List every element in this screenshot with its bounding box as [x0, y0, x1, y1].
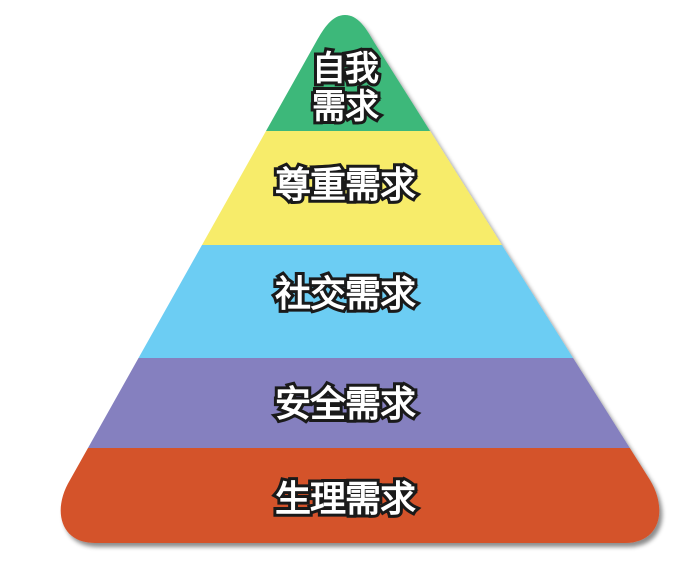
label-self-line1: 自我: [309, 47, 382, 91]
label-self-actualization: 自我 需求: [0, 47, 690, 129]
label-safety: 安全需求: [272, 384, 419, 426]
label-esteem: 尊重需求: [272, 165, 419, 207]
level-safety: [60, 358, 660, 448]
label-social: 社交需求: [272, 274, 419, 316]
label-self-line2: 需求: [309, 85, 382, 129]
label-physiological: 生理需求: [272, 479, 419, 521]
level-physiological: [60, 448, 660, 543]
